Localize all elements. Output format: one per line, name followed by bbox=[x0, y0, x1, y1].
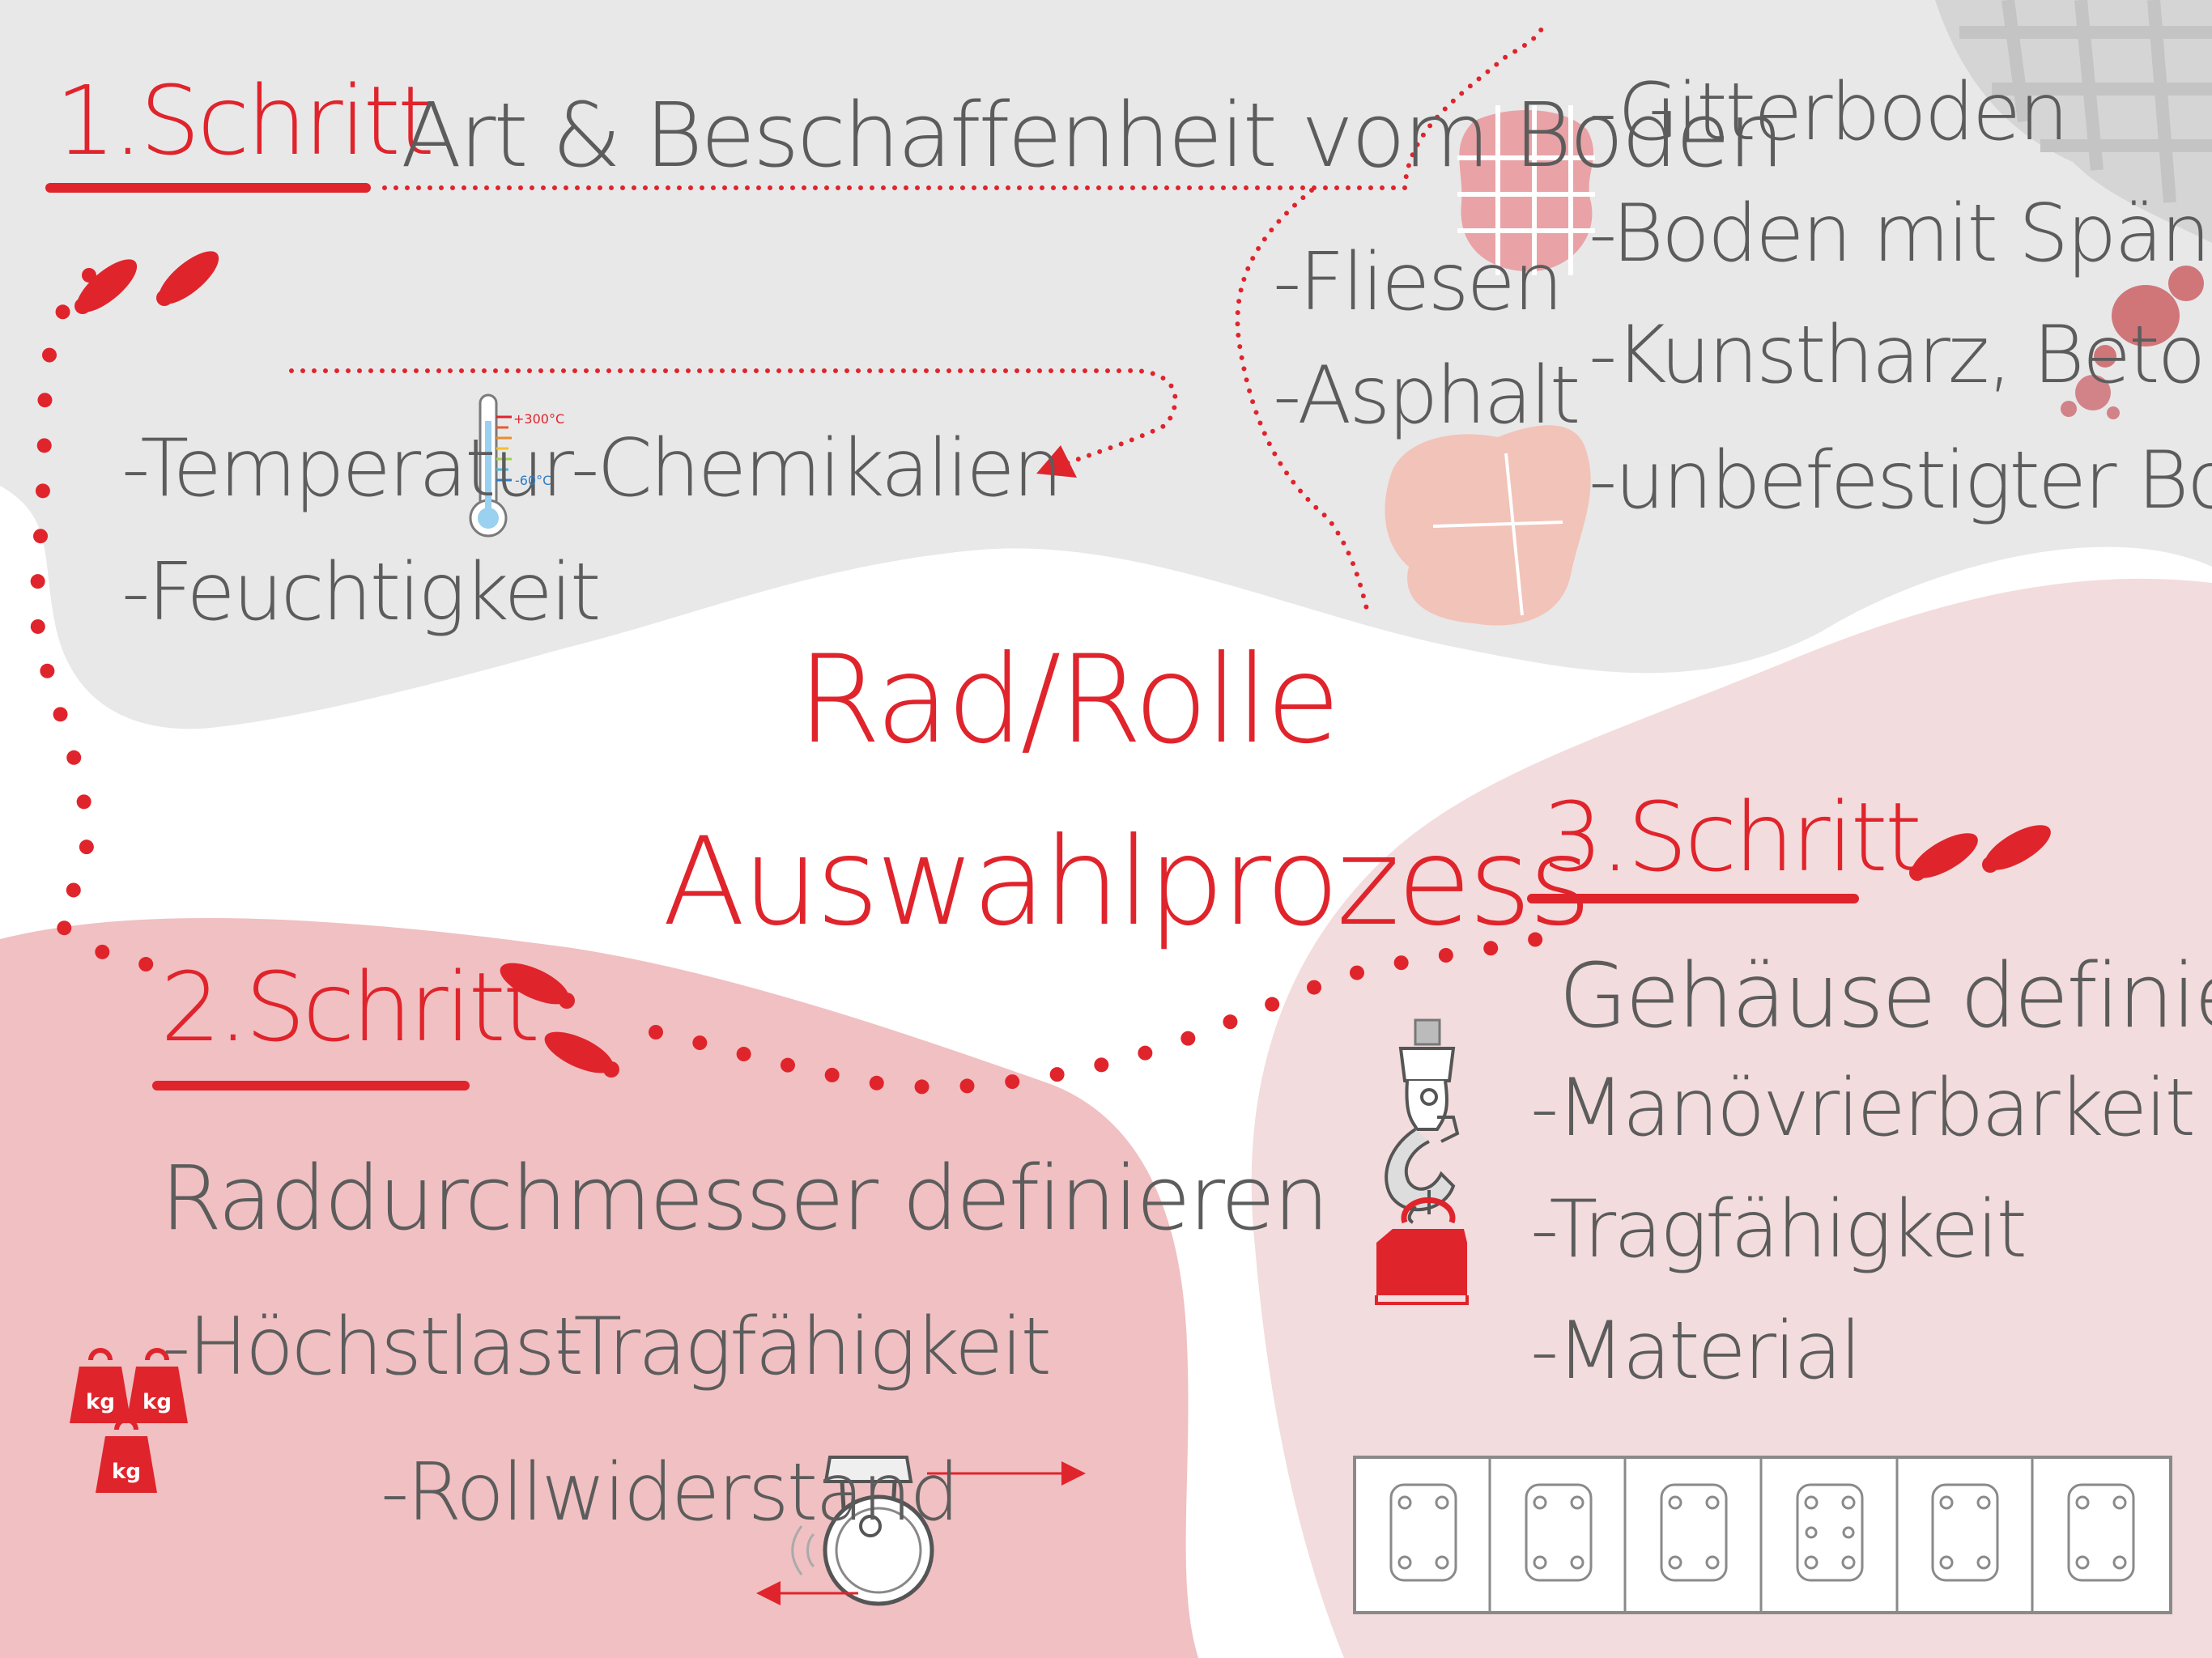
step3-label: 3.Schritt bbox=[1542, 781, 1922, 893]
thermometer-min-label: -60°C bbox=[515, 473, 552, 488]
step2-item-max-load: -Höchstlast bbox=[162, 1301, 584, 1393]
thermometer-icon bbox=[469, 393, 512, 538]
step3-item-maneuverability: -Manövrierbarkeit bbox=[1530, 1062, 2196, 1154]
condition-humidity: -Feuchtigkeit bbox=[121, 546, 601, 639]
step2-item-capacity: -Tragfähigkeit bbox=[555, 1301, 1052, 1393]
condition-chemicals: -Chemikalien bbox=[571, 423, 1063, 515]
main-title-line2: Auswahlprozess bbox=[662, 812, 1592, 953]
floor-tiles: -Fliesen bbox=[1273, 236, 1563, 329]
floor-chips: -Boden mit Spänen bbox=[1589, 188, 2212, 280]
step2-label: 2.Schritt bbox=[160, 951, 540, 1063]
grid-floor-icon bbox=[1935, 0, 2212, 243]
footsteps-icon bbox=[74, 251, 219, 314]
floor-grid: -Gitterboden bbox=[1589, 66, 2069, 159]
svg-text:kg: kg bbox=[86, 1390, 115, 1414]
crane-hook-icon bbox=[1385, 1018, 1460, 1224]
footsteps-icon bbox=[1909, 825, 2051, 881]
condition-temperature: -Temperatur bbox=[121, 423, 574, 515]
step1-area bbox=[0, 0, 2212, 729]
floor-asphalt: -Asphalt bbox=[1273, 350, 1580, 442]
caster-wheel-icon bbox=[756, 1456, 1086, 1606]
step3-item-capacity: -Tragfähigkeit bbox=[1530, 1184, 2027, 1276]
step3-item-material: -Material bbox=[1530, 1305, 1861, 1397]
step2-item-rolling-resistance: -Rollwiderstand bbox=[381, 1447, 959, 1539]
mounting-plate-icon bbox=[1353, 1456, 2172, 1614]
step1-heading: Art & Beschaffenheit vom Boden bbox=[401, 83, 1784, 187]
tile-icon bbox=[1457, 105, 1595, 275]
asphalt-icon bbox=[1385, 425, 1591, 626]
floor-unpaved: -unbefestigter Boden bbox=[1589, 435, 2212, 527]
weight-icon: kg bbox=[70, 1348, 131, 1423]
step3-heading: Gehäuse definieren bbox=[1559, 944, 2212, 1048]
thermometer-max-label: +300°C bbox=[513, 411, 565, 427]
floor-resin-concrete: -Kunstharz, Beton bbox=[1589, 309, 2212, 402]
step2-heading: Raddurchmesser definieren bbox=[160, 1146, 1329, 1250]
svg-text:kg: kg bbox=[143, 1390, 172, 1414]
main-title-line1: Rad/Rolle bbox=[797, 630, 1341, 771]
step1-label: 1.Schritt bbox=[55, 65, 435, 176]
paint-splash-icon bbox=[2061, 266, 2204, 419]
svg-text:kg: kg bbox=[112, 1460, 141, 1484]
weight-icon: kg bbox=[126, 1348, 188, 1423]
weight-icon bbox=[1375, 1197, 1469, 1305]
footsteps-icon bbox=[500, 963, 619, 1078]
weight-icon: kg bbox=[96, 1418, 157, 1493]
